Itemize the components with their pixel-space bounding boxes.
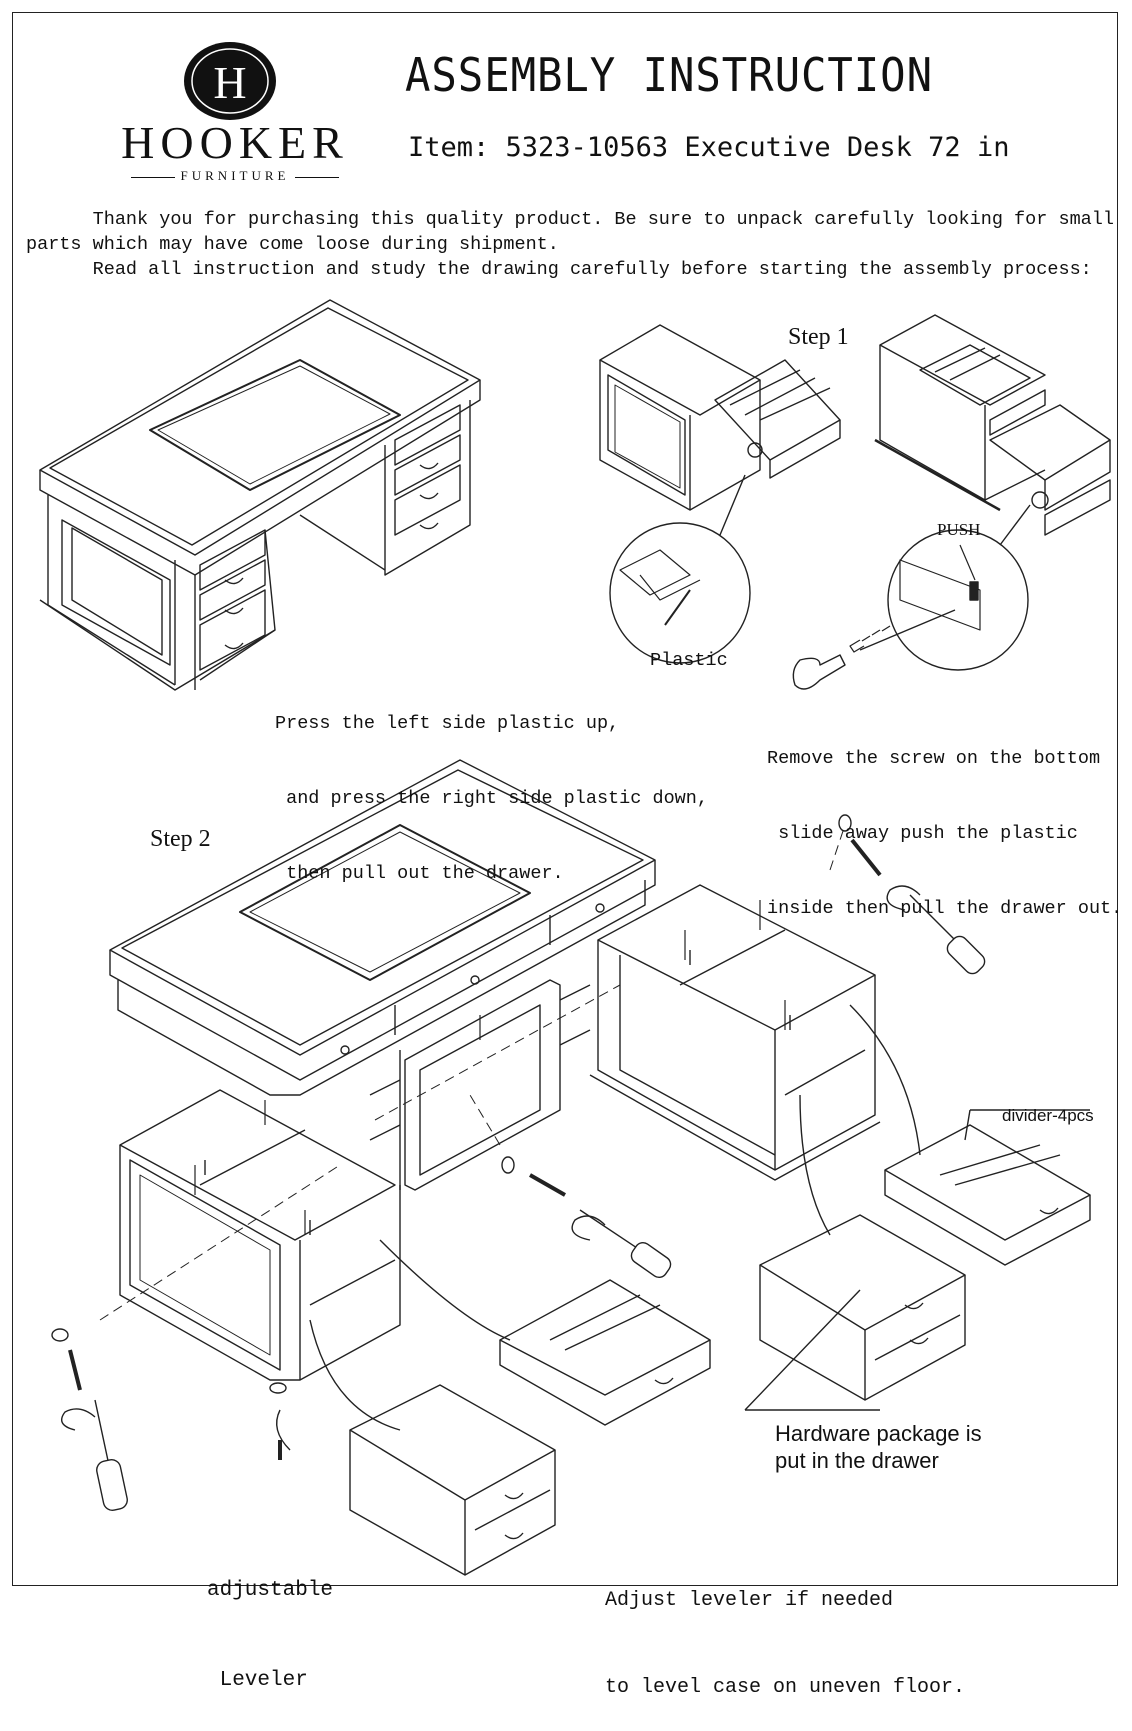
step2-right-pedestal-drawing <box>589 884 881 1181</box>
brand-subtitle: FURNITURE <box>100 168 370 184</box>
svg-text:H: H <box>213 57 246 108</box>
screwdriver-icon <box>909 894 986 975</box>
screwdriver-icon <box>94 1399 128 1511</box>
push-label: PUSH <box>937 520 981 539</box>
leveler-note: Adjust leveler if needed to level case o… <box>605 1589 966 1699</box>
step2-drawer-drawings <box>349 1124 1091 1576</box>
assembly-drawings <box>39 299 1111 1576</box>
step2-back-panel-drawing <box>369 979 591 1191</box>
washer-icon <box>51 814 852 1342</box>
step2-left-pedestal-drawing <box>119 1089 401 1394</box>
intro-line-3: Read all instruction and study the drawi… <box>26 259 1092 280</box>
screwdriver-icon <box>579 1209 672 1279</box>
item-number: Item: 5323-10563 Executive Desk 72 in <box>408 132 1010 163</box>
step2-desk-top-drawing <box>109 759 656 1096</box>
intro-line-1: Thank you for purchasing this quality pr… <box>26 209 1114 230</box>
brand-name: HOOKER <box>121 117 349 168</box>
screw-icon <box>68 838 882 1460</box>
page-frame <box>12 12 1118 1586</box>
logo-monogram-icon: H <box>184 42 276 120</box>
step1-right-caption: Remove the screw on the bottom slide awa… <box>767 748 1123 919</box>
page-title: ASSEMBLY INSTRUCTION <box>405 48 933 102</box>
step1-label: Step 1 <box>788 324 849 350</box>
rotate-arrow-icon <box>61 885 921 1431</box>
intro-line-2: parts which may have come loose during s… <box>26 234 559 255</box>
leveler-label: adjustable Leveler <box>207 1579 334 1692</box>
assembled-desk-drawing <box>39 299 481 691</box>
step1-right-drawer-drawing <box>849 314 1111 671</box>
hardware-note: Hardware package is put in the drawer <box>775 1421 982 1473</box>
step2-label: Step 2 <box>150 826 211 852</box>
hand-icon <box>792 654 846 690</box>
plastic-label: Plastic <box>650 650 728 671</box>
brand-logo: H HOOKER FURNITURE <box>100 40 370 190</box>
step1-left-caption: Press the left side plastic up, and pres… <box>275 713 708 884</box>
step1-left-drawer-drawing <box>599 324 841 664</box>
divider-label: divider-4pcs <box>1002 1106 1094 1125</box>
